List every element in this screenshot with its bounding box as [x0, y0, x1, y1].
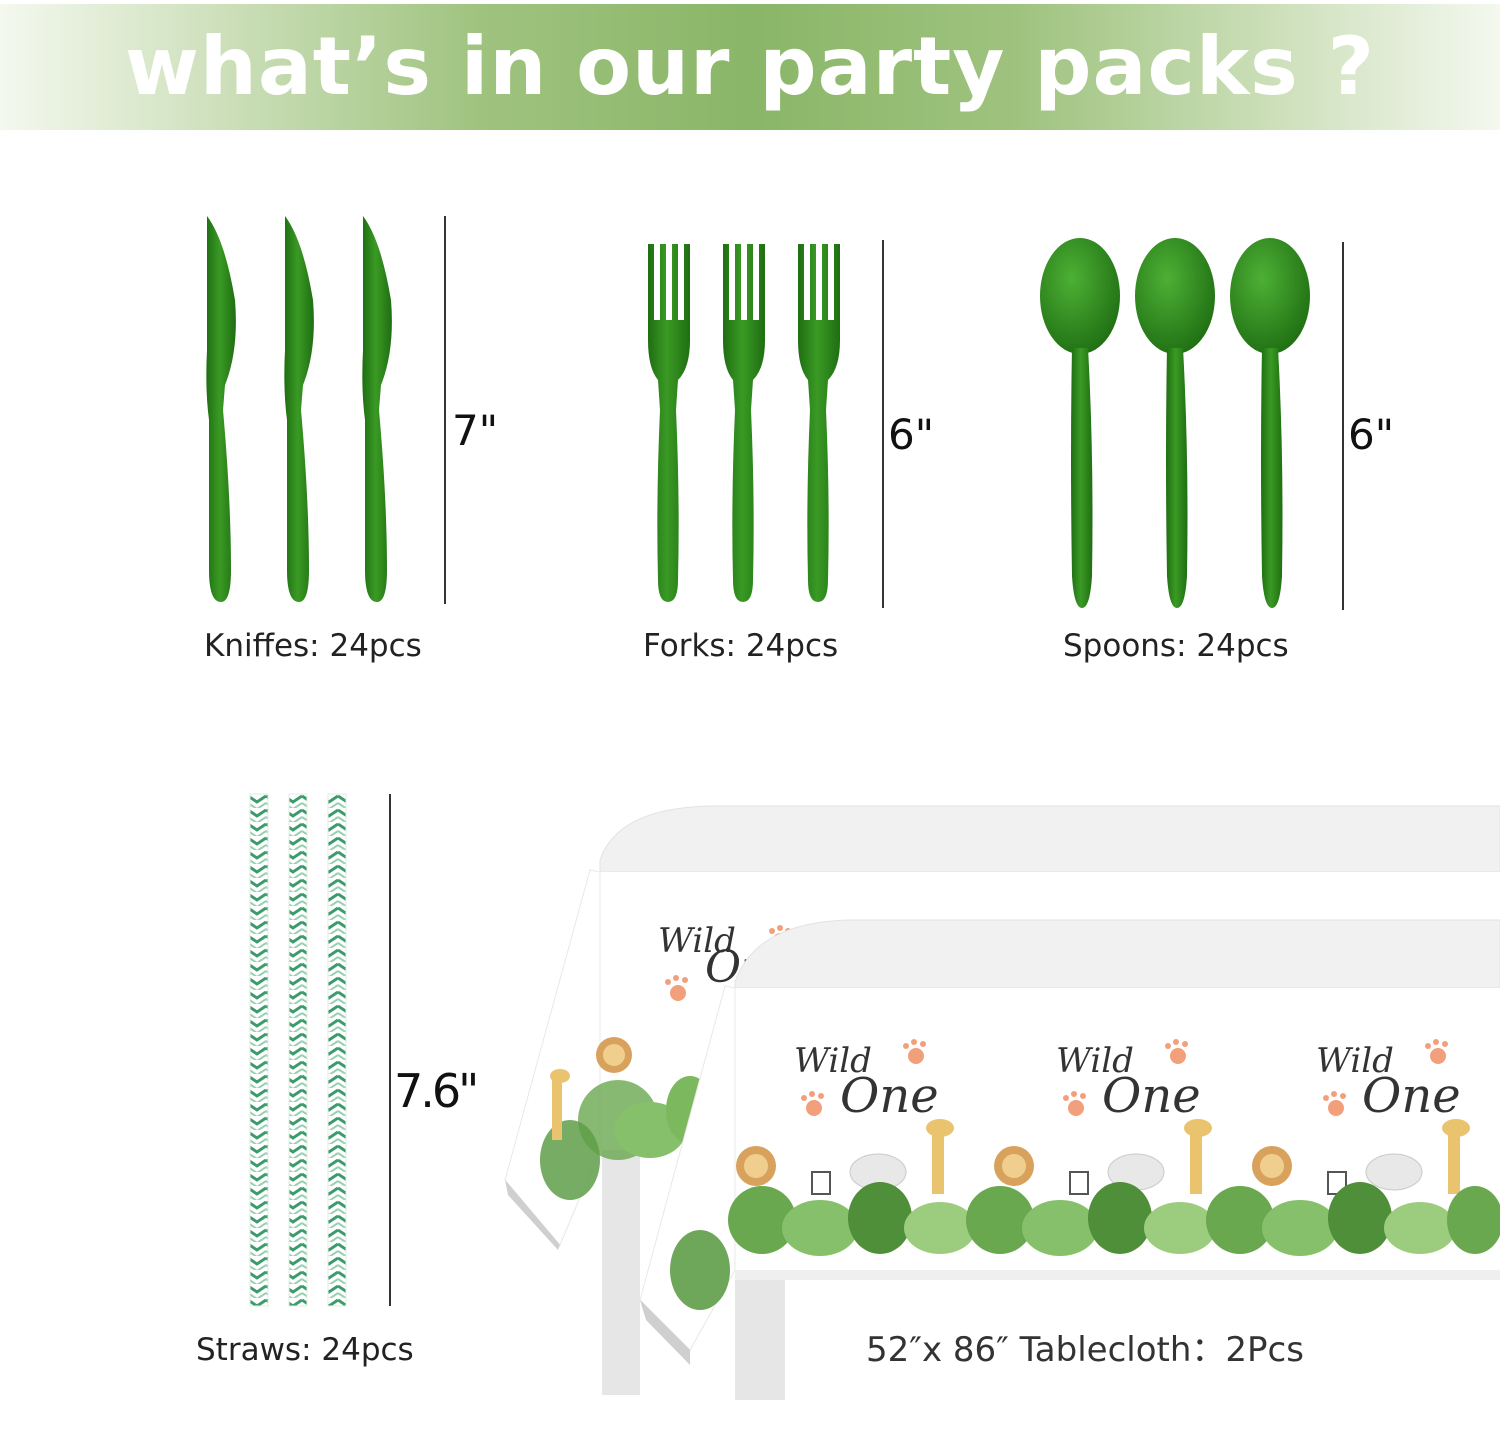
giraffe-icon-2	[1184, 1119, 1212, 1194]
knife-2	[284, 216, 314, 602]
front-print-word-2c: One	[1362, 1068, 1461, 1124]
zebra-icon-1	[811, 1171, 831, 1195]
giraffe-icon-3	[1442, 1119, 1470, 1194]
front-print-word-2a: One	[840, 1068, 939, 1124]
lion-icon	[596, 1037, 632, 1073]
fork-2	[723, 244, 765, 602]
giraffe-icon-1	[926, 1119, 954, 1194]
front-print-word-1b: Wild	[1056, 1041, 1134, 1081]
fork-label: Forks: 24pcs	[643, 628, 839, 664]
zebra-icon-2	[1069, 1171, 1089, 1195]
knife-1	[206, 216, 236, 602]
spoon-1	[1040, 238, 1120, 608]
animals-band	[736, 1119, 1470, 1195]
paw-prints	[801, 1039, 1448, 1116]
straw-2	[288, 793, 308, 1307]
spoon-2	[1135, 238, 1215, 608]
straw-3	[327, 793, 347, 1307]
forks-illustration	[648, 244, 840, 602]
fork-dimension: 6"	[888, 410, 935, 459]
header-banner: what’s in our party packs ?	[0, 4, 1500, 130]
knife-label: Kniffes: 24pcs	[204, 628, 422, 664]
front-print-word-1a: Wild	[794, 1041, 872, 1081]
lion-icon-2	[994, 1146, 1034, 1186]
elephant-icon-3	[1365, 1153, 1423, 1191]
fork-3	[798, 244, 840, 602]
foliage-band	[670, 1182, 1500, 1310]
spoon-3	[1230, 238, 1310, 608]
knives-illustration	[206, 216, 392, 602]
knife-dimension-line	[444, 216, 446, 604]
front-print-word-2b: One	[1102, 1068, 1201, 1124]
spoon-dimension-line	[1342, 242, 1344, 610]
straw-dimension: 7.6"	[394, 1064, 479, 1118]
spoon-label: Spoons: 24pcs	[1063, 628, 1289, 664]
spoons-illustration	[1040, 238, 1310, 608]
straw-dimension-line	[389, 794, 391, 1306]
tablecloth-label: 52″x 86″ Tablecloth：2Pcs	[866, 1330, 1304, 1370]
tablecloth-illustration: Wild One Wild One Wild O	[504, 805, 1500, 1400]
front-print-word-1c: Wild	[1316, 1041, 1394, 1081]
giraffe-icon	[550, 1069, 570, 1140]
straws-illustration	[249, 793, 347, 1307]
banner-title: what’s in our party packs ?	[124, 20, 1376, 113]
fork-1	[648, 244, 690, 602]
spoon-dimension: 6"	[1348, 410, 1395, 459]
back-print-word-1: Wild	[658, 921, 736, 961]
straw-label: Straws: 24pcs	[196, 1332, 414, 1368]
knife-dimension: 7"	[452, 406, 499, 455]
knife-3	[362, 216, 392, 602]
lion-icon-1	[736, 1146, 776, 1186]
fork-dimension-line	[882, 240, 884, 608]
lion-icon-3	[1252, 1146, 1292, 1186]
tablecloth-front: Wild One Wild One Wild One	[639, 919, 1500, 1400]
straw-1	[249, 793, 269, 1307]
